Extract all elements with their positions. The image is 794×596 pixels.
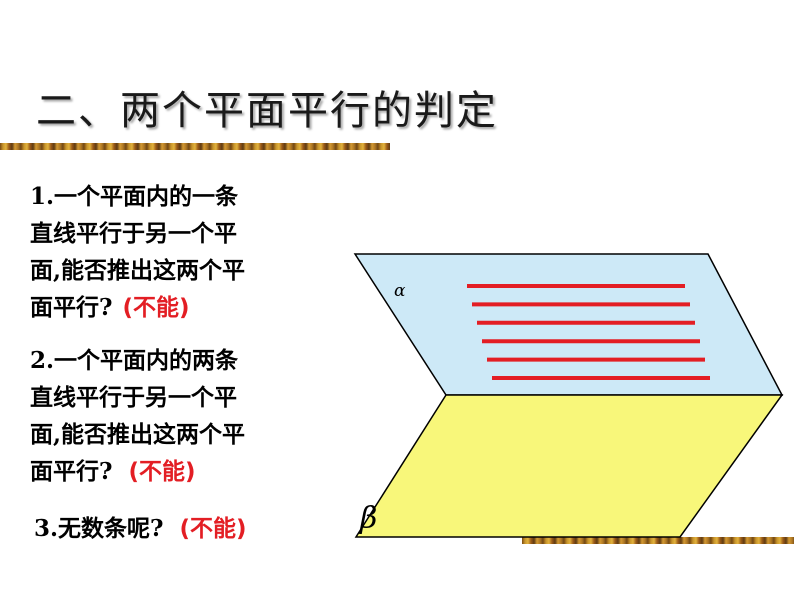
question-1: 1.一个平面内的一条 直线平行于另一个平 面,能否推出这两个平 面平行? (不能) <box>30 178 330 327</box>
question-3-last-line: 3.无数条呢? (不能) <box>34 510 334 548</box>
question-3-line: 3.无数条呢? <box>34 515 164 542</box>
slide-title: 二、两个平面平行的判定 <box>36 88 498 134</box>
question-1-line: 面平行? <box>30 294 113 321</box>
question-2-line: 2.一个平面内的两条 <box>30 347 239 374</box>
question-3-answer: (不能) <box>179 516 247 542</box>
plane-alpha-label: α <box>394 281 406 301</box>
question-1-line: 直线平行于另一个平 <box>30 220 237 247</box>
question-1-line: 1.一个平面内的一条 <box>30 183 239 210</box>
question-1-line: 面,能否推出这两个平 <box>30 257 246 284</box>
question-2-line: 面平行? <box>30 458 113 485</box>
parallel-lines-group <box>467 284 710 380</box>
decorative-band-top <box>0 143 390 150</box>
question-2-last-line: 面平行? (不能) <box>30 453 330 491</box>
question-1-last-line: 面平行? (不能) <box>30 289 330 327</box>
question-2-answer: (不能) <box>128 459 196 485</box>
question-2-line: 直线平行于另一个平 <box>30 384 237 411</box>
plane-beta <box>354 394 784 538</box>
decorative-band-bottom <box>522 537 794 544</box>
question-2-line: 面,能否推出这两个平 <box>30 421 246 448</box>
question-2: 2.一个平面内的两条 直线平行于另一个平 面,能否推出这两个平 面平行? (不能) <box>30 342 330 491</box>
question-3: 3.无数条呢? (不能) <box>34 510 334 548</box>
plane-beta-label: β <box>359 501 377 536</box>
question-1-answer: (不能) <box>122 295 190 321</box>
